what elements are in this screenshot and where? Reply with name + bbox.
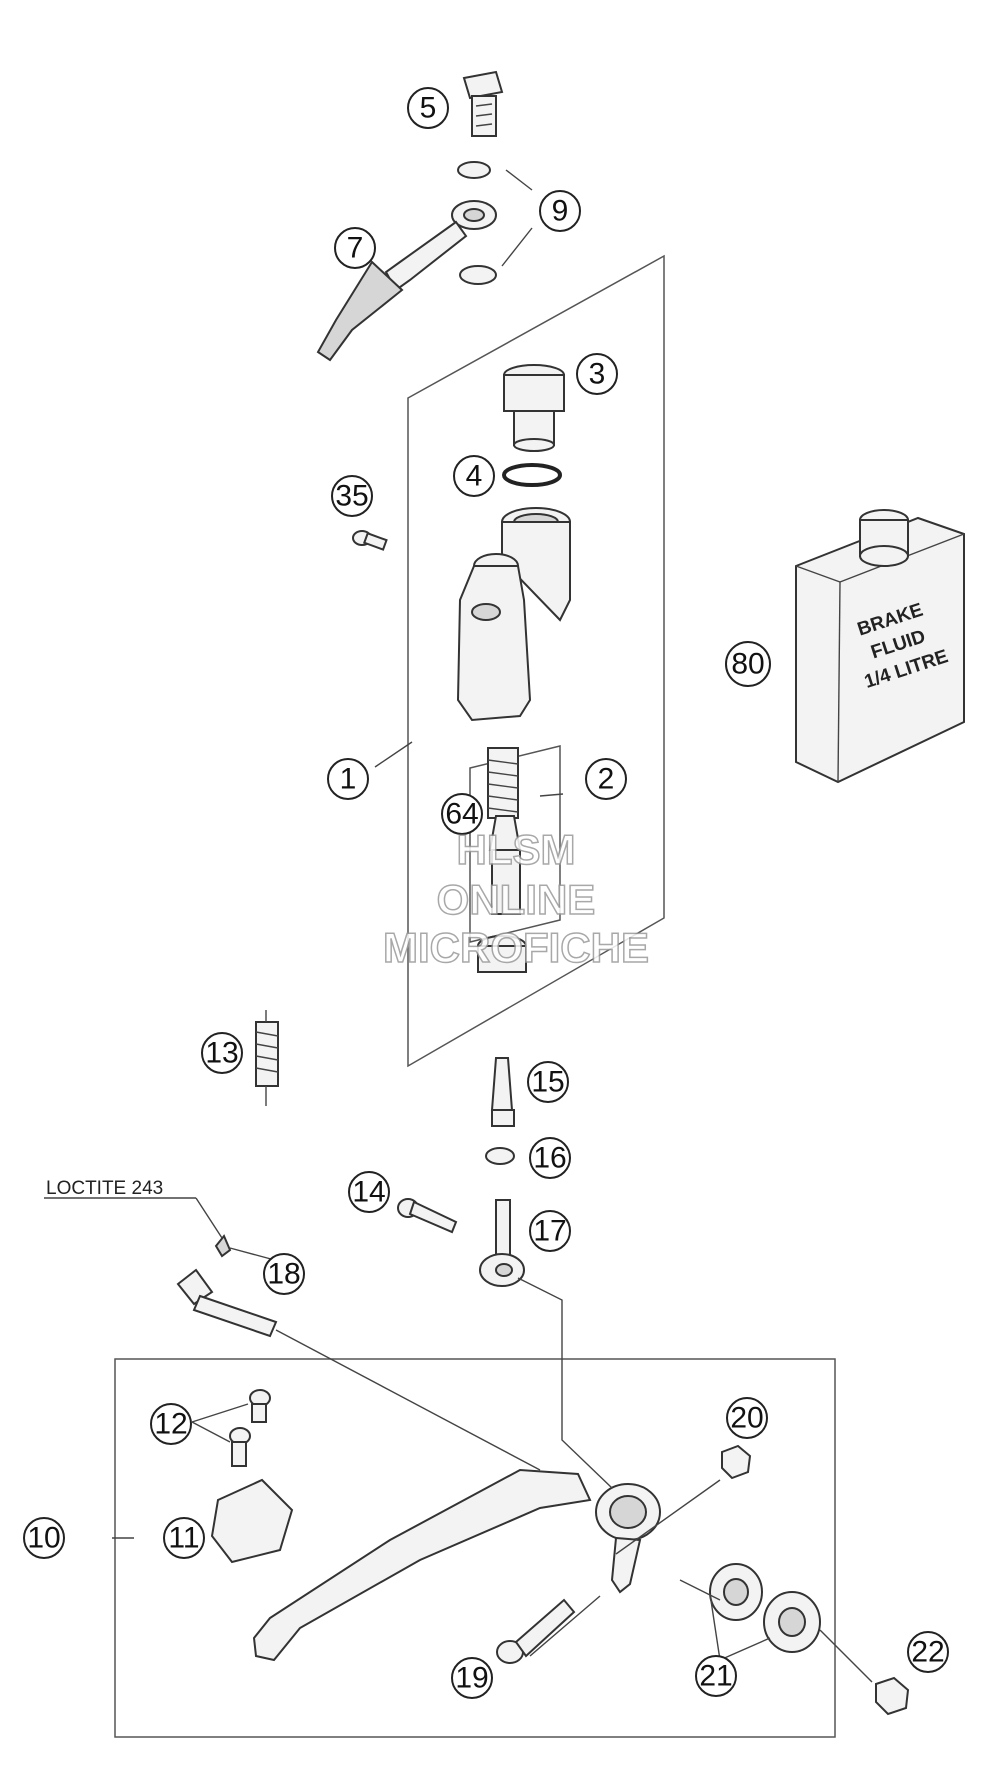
callout-16: 16 (529, 1137, 571, 1179)
pivot-bolt-part (176, 1234, 278, 1338)
callout-10: 10 (23, 1517, 65, 1559)
brake-pedal-tip-part (210, 1478, 294, 1564)
master-cylinder-body-part (456, 507, 571, 722)
callout-label: 64 (445, 798, 478, 831)
callout-label: 1 (340, 763, 357, 796)
callout-label: 12 (154, 1408, 187, 1441)
piston-part (477, 815, 527, 973)
callout-label: 80 (731, 648, 764, 681)
master-cylinder-group-frame (407, 254, 665, 1068)
callout-label: 13 (205, 1037, 238, 1070)
callout-22: 22 (907, 1631, 949, 1673)
nut-part (485, 1147, 515, 1165)
callout-19: 19 (451, 1657, 493, 1699)
callout-1: 1 (327, 758, 369, 800)
callout-20: 20 (726, 1397, 768, 1439)
callout-64: 64 (441, 793, 483, 835)
piston-spring-part (487, 747, 519, 819)
sealing-washer-part (457, 161, 491, 179)
brake-hose-part (316, 200, 497, 362)
callout-21: 21 (695, 1655, 737, 1697)
callout-label: 3 (589, 358, 606, 391)
callout-15: 15 (527, 1061, 569, 1103)
screw-part (352, 530, 388, 551)
callout-label: 17 (533, 1215, 566, 1248)
callout-3: 3 (576, 353, 618, 395)
watermark-line2: ONLINE (437, 876, 596, 923)
callout-label: 16 (533, 1142, 566, 1175)
callout-label: 14 (352, 1176, 385, 1209)
callout-label: 18 (267, 1258, 300, 1291)
watermark: HLSM ONLINE MICROFICHE (382, 825, 650, 972)
callout-label: 21 (699, 1660, 732, 1693)
callout-9: 9 (539, 190, 581, 232)
leader-lines (44, 169, 873, 1683)
callout-label: 15 (531, 1066, 564, 1099)
watermark-line1: HLSM (457, 826, 576, 873)
banjo-bolt-part (462, 70, 504, 137)
callout-80: 80 (725, 641, 771, 687)
watermark-line3: MICROFICHE (383, 924, 649, 971)
callout-13: 13 (201, 1032, 243, 1074)
loctite-note: LOCTITE 243 (46, 1178, 163, 1199)
callout-label: 20 (730, 1402, 763, 1435)
clevis-part (479, 1199, 525, 1287)
bolt-part (496, 1598, 576, 1664)
callout-label: 5 (420, 92, 437, 125)
brake-fluid-bottle-part (795, 509, 965, 784)
callout-label: 2 (598, 763, 615, 796)
brake-pedal-part (252, 1468, 661, 1662)
callout-label: 9 (552, 195, 569, 228)
callout-label: 19 (455, 1662, 488, 1695)
callout-4: 4 (453, 455, 495, 497)
callout-5: 5 (407, 87, 449, 129)
return-spring-part (255, 1010, 279, 1106)
nut-part (721, 1444, 752, 1480)
callout-label: 10 (27, 1522, 60, 1555)
callout-label: 35 (335, 480, 368, 513)
callout-17: 17 (529, 1210, 571, 1252)
callout-label: 4 (466, 460, 483, 493)
callout-label: 22 (911, 1636, 944, 1669)
piston-kit-group-frame (469, 745, 561, 943)
footpeg-screw-part (229, 1389, 271, 1467)
callout-7: 7 (334, 227, 376, 269)
sealing-washer-part (459, 265, 497, 285)
callout-12: 12 (150, 1403, 192, 1445)
callout-18: 18 (263, 1253, 305, 1295)
nut-part (875, 1676, 910, 1716)
callout-35: 35 (331, 475, 373, 517)
bolt-part (397, 1198, 458, 1234)
callout-label: 11 (168, 1522, 199, 1555)
callout-11: 11 (163, 1517, 205, 1559)
callout-label: 7 (347, 232, 364, 265)
bearing-part (709, 1563, 821, 1653)
reservoir-cap-part (503, 364, 565, 452)
brake-lever-group-frame (114, 1358, 836, 1738)
callout-14: 14 (348, 1171, 390, 1213)
callout-2: 2 (585, 758, 627, 800)
o-ring-part (502, 463, 562, 487)
push-rod-part (490, 1057, 515, 1127)
